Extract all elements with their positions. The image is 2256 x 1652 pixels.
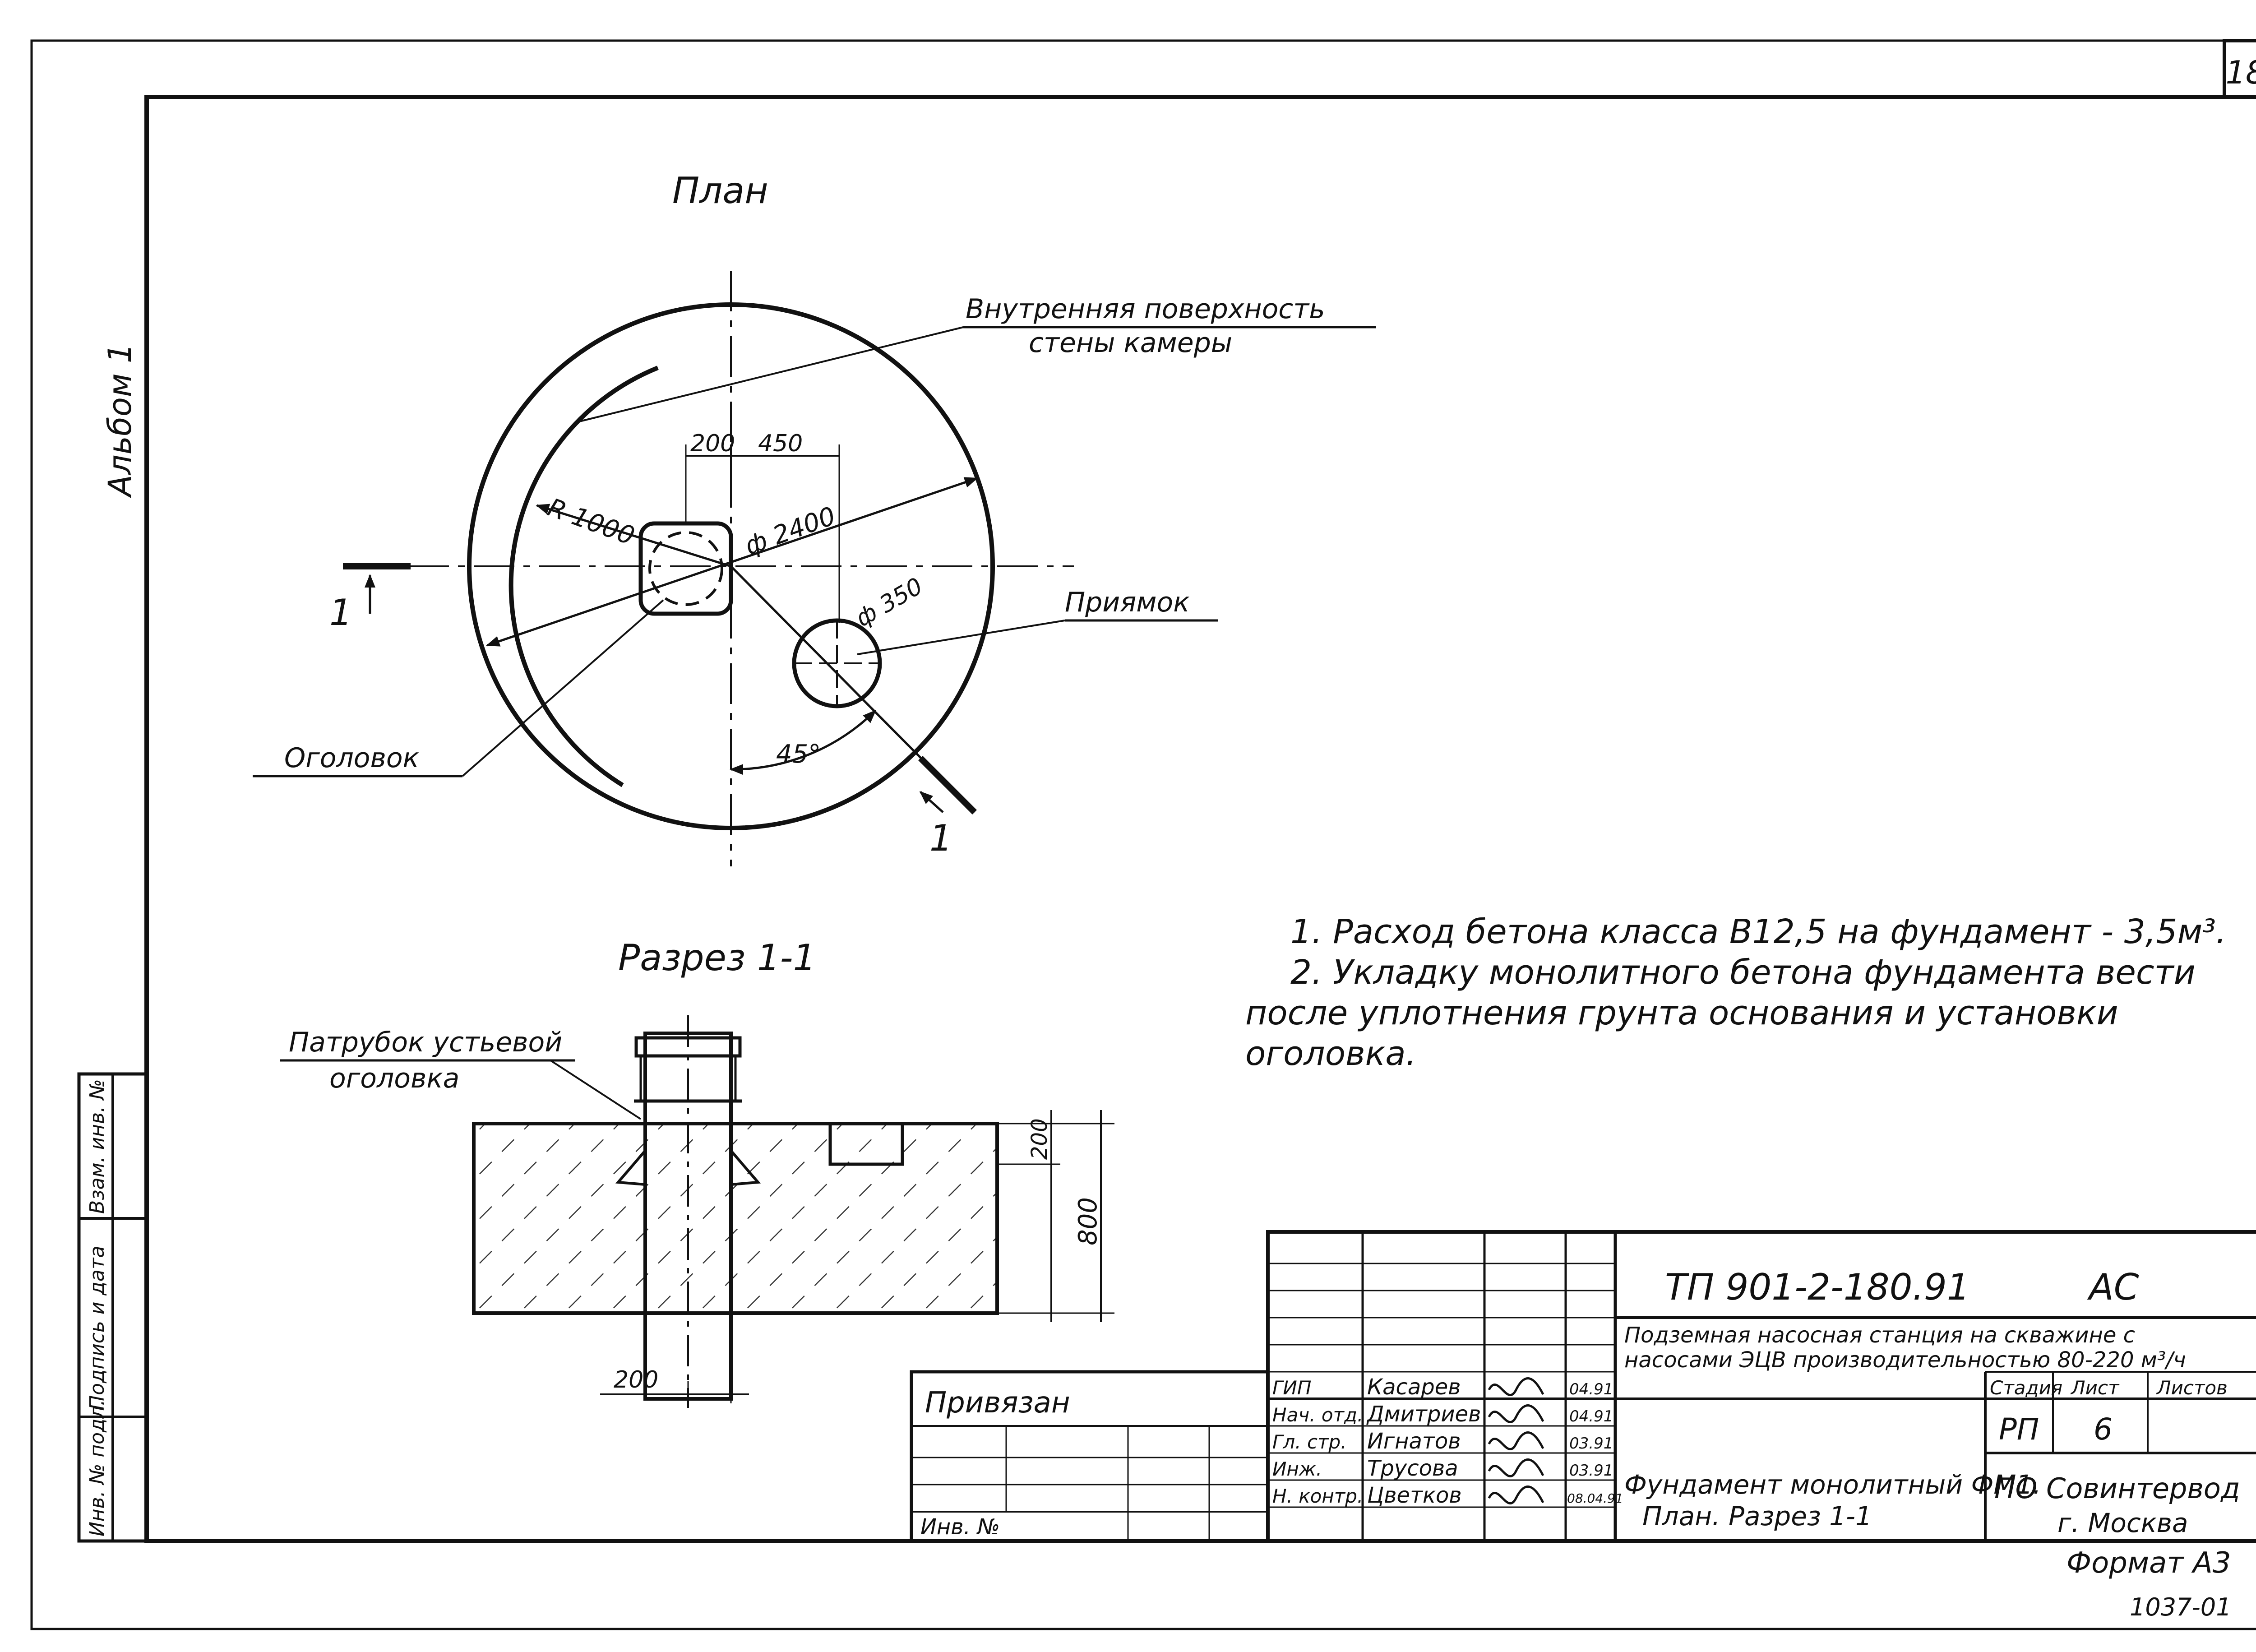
note-2: 2. Укладку монолитного бетона фундамента…	[1290, 953, 2196, 992]
dim-section-bottom: 200	[614, 1366, 658, 1393]
project-line-2: насосами ЭЦВ производительностью 80-220 …	[1624, 1347, 2186, 1373]
label-pipe-2: оголовка	[329, 1063, 459, 1094]
sig-date-1: 04.91	[1569, 1407, 1613, 1425]
label-head: Оголовок	[284, 742, 419, 774]
sig-role-0: ГИП	[1272, 1377, 1311, 1399]
org-line-2: г. Москва	[2057, 1508, 2188, 1538]
stage-header: Стадия	[1990, 1377, 2062, 1399]
sheets-header: Листов	[2156, 1377, 2228, 1399]
project-line-1: Подземная насосная станция на скважине с	[1624, 1323, 2135, 1348]
dim-diameter: ф 2400	[741, 501, 840, 561]
label-pit: Приямок	[1065, 587, 1190, 618]
sheet-number: 18	[2225, 54, 2256, 91]
sig-date-0: 04.91	[1569, 1380, 1613, 1398]
dim-section-top: 200	[1027, 1118, 1052, 1160]
flange-right	[730, 1147, 761, 1186]
note-3: после уплотнения грунта основания и уста…	[1245, 994, 2118, 1032]
note-1: 1. Расход бетона класса В12,5 на фундаме…	[1290, 912, 2226, 951]
sheet-number-box: 18	[2223, 39, 2256, 99]
doc-mark: АС	[2087, 1266, 2139, 1308]
stamp-signature-date: Подпись и дата	[86, 1246, 109, 1410]
dim-450-plan: 450	[758, 430, 803, 457]
section-title: Разрез 1-1	[618, 937, 816, 979]
chamber-wall-circle	[467, 302, 995, 830]
sig-name-3: Трусова	[1367, 1456, 1458, 1481]
outer-frame	[30, 39, 2256, 1630]
pit-recess	[828, 1122, 904, 1166]
label-inner-wall-1: Внутренняя поверхность	[966, 293, 1325, 325]
archive-number: 1037-01	[2130, 1593, 2232, 1621]
head-square	[638, 521, 733, 616]
title-block: ТП 901-2-180.91 АС Подземная насосная ст…	[910, 1230, 2256, 1543]
label-pipe-1: Патрубок устьевой	[289, 1027, 562, 1058]
sheet-title-2: План. Разрез 1-1	[1642, 1501, 1872, 1532]
signature-scribble	[1488, 1377, 1544, 1504]
angle-45-arc	[730, 709, 877, 775]
org-line-1: ПО Совинтервод	[1994, 1472, 2240, 1505]
foundation-block	[472, 1122, 999, 1315]
sig-date-4: 08.04.91	[1567, 1491, 1623, 1506]
sig-role-4: Н. контр.	[1272, 1485, 1363, 1507]
sig-date-3: 03.91	[1569, 1462, 1613, 1480]
section-view: Патрубок устьевой оголовка 200 800 200	[280, 1015, 1114, 1408]
sig-name-2: Игнатов	[1367, 1429, 1461, 1454]
inv-no-label: Инв. №	[920, 1514, 1000, 1540]
dim-radius: R 1000	[544, 493, 638, 551]
dim-pit-diameter: ф 350	[851, 573, 928, 632]
doc-code: ТП 901-2-180.91	[1665, 1266, 1970, 1308]
sig-name-0: Касарев	[1367, 1374, 1461, 1400]
flange-left	[615, 1147, 647, 1186]
plan-title: План	[672, 170, 768, 212]
stage-value: РП	[1999, 1412, 2039, 1447]
dim-200-plan: 200	[690, 430, 735, 457]
stamp-vzam-inv: Взам. инв. №	[86, 1079, 109, 1214]
dim-angle: 45°	[776, 740, 821, 769]
sheet-title-1: Фундамент монолитный ФМ1.	[1624, 1469, 2041, 1500]
sig-role-2: Гл. стр.	[1272, 1431, 1347, 1453]
dim-section-total: 800	[1073, 1197, 1103, 1245]
format-label: Формат А3	[2066, 1546, 2231, 1580]
left-stamp: Инв. № подл. Подпись и дата Взам. инв. №	[77, 1072, 148, 1543]
sig-name-4: Цветков	[1367, 1483, 1462, 1508]
sheet-value: 6	[2094, 1412, 2113, 1447]
diameter-line	[486, 477, 978, 647]
stamp-inv-podl: Инв. № подл.	[86, 1399, 109, 1536]
sheet-header: Лист	[2070, 1377, 2120, 1399]
chamber-inner-arc	[509, 366, 659, 787]
section-mark-right: 1	[929, 817, 952, 859]
sig-name-1: Дмитриев	[1366, 1402, 1481, 1427]
sig-role-1: Нач. отд.	[1272, 1404, 1363, 1426]
notes: 1. Расход бетона класса В12,5 на фундаме…	[1245, 912, 2226, 1073]
label-inner-wall-2: стены камеры	[1029, 327, 1232, 359]
note-4: оголовка.	[1245, 1034, 1416, 1073]
album-label: Альбом 1	[102, 343, 139, 498]
section-mark-left: 1	[329, 592, 352, 634]
signature-rows: ГИП Касарев 04.91 Нач. отд. Дмитриев 04.…	[1272, 1374, 1623, 1508]
sig-role-3: Инж.	[1272, 1458, 1322, 1480]
privyazan-label: Привязан	[925, 1386, 1070, 1420]
plan-view: 200 450 R 1000 ф 2400 ф 350 45° Внутренн…	[253, 271, 1376, 866]
sig-date-2: 03.91	[1569, 1435, 1613, 1453]
